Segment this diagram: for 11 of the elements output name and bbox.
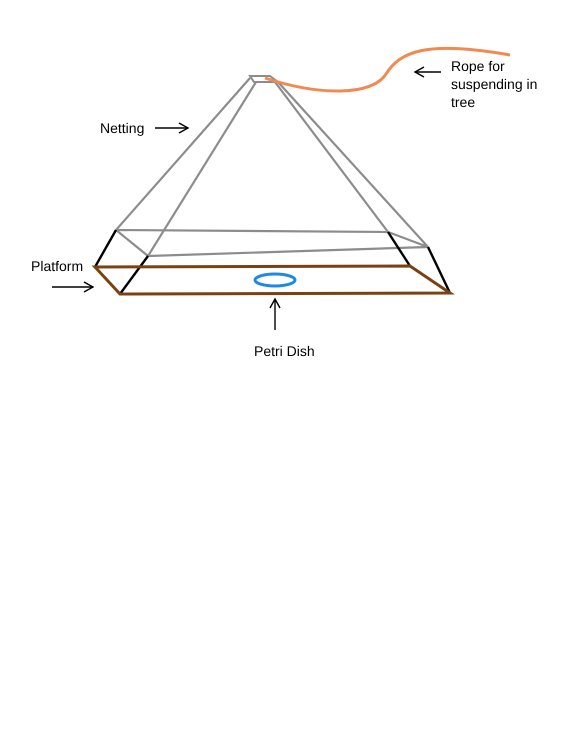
part-label: Netting bbox=[100, 119, 160, 137]
arrow bbox=[155, 122, 189, 134]
petri-dish-drawing bbox=[254, 272, 296, 288]
part-label: Platform bbox=[31, 257, 101, 275]
arrow bbox=[414, 66, 441, 78]
arrow bbox=[269, 298, 281, 330]
part-label: Petri Dish bbox=[254, 342, 334, 360]
netting-drawing bbox=[94, 75, 452, 295]
platform-drawing bbox=[92, 264, 455, 296]
part-label: Rope for suspending in tree bbox=[451, 57, 561, 111]
arrow bbox=[52, 281, 94, 293]
